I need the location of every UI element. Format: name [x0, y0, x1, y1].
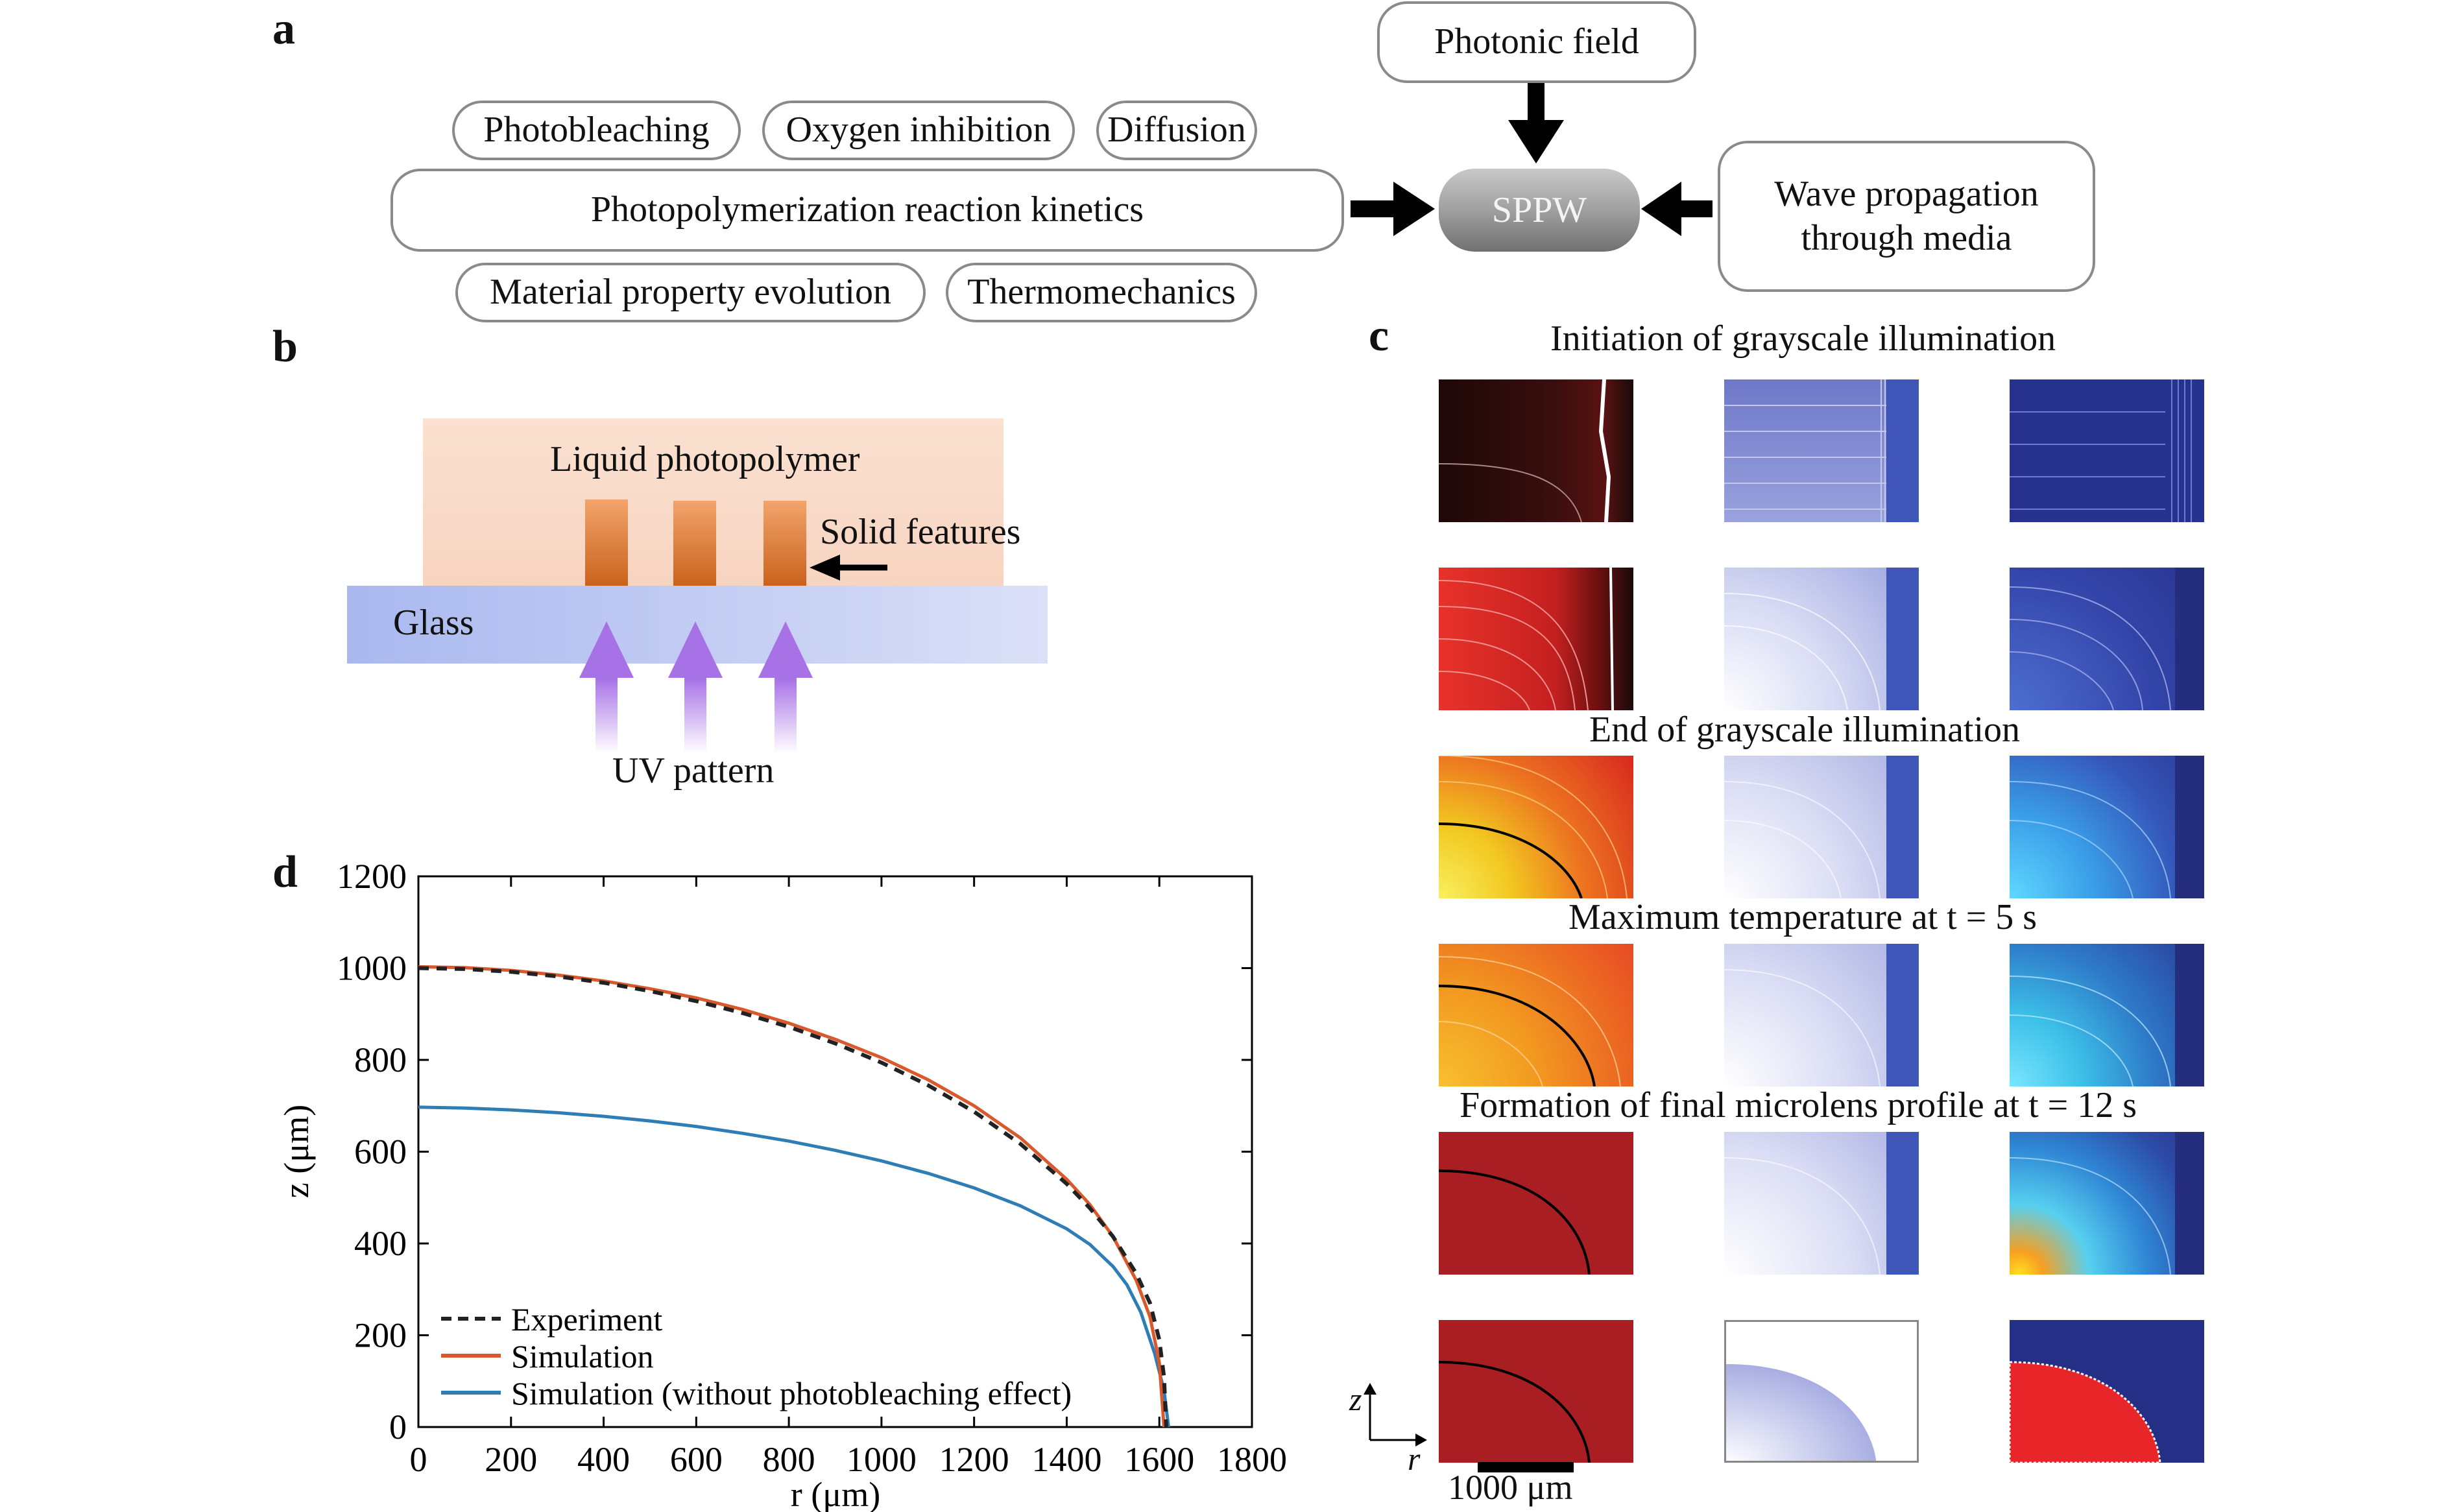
solid-feature-1 — [585, 499, 628, 586]
caption-final-profile: Formation of final microlens profile at … — [1460, 1085, 2137, 1125]
x-tick-label: 0 — [410, 1440, 427, 1479]
x-tick-label: 1000 — [847, 1440, 917, 1479]
tile-r4-c1 — [1439, 944, 1633, 1086]
solid-features-label: Solid features — [820, 512, 1021, 552]
tile-r6-c3 — [2010, 1320, 2204, 1463]
photonic-field-box: Photonic field — [1377, 1, 1696, 83]
uv-pattern-label: UV pattern — [612, 750, 775, 791]
tile-r1-c1 — [1439, 379, 1633, 522]
caption-initiation: Initiation of grayscale illumination — [1550, 318, 2056, 359]
panel-a-arrows — [1351, 83, 1713, 236]
solid-feature-3 — [763, 501, 806, 586]
material-property-box: Material property evolution — [455, 263, 926, 322]
y-tick-label: 1000 — [337, 949, 407, 988]
x-tick-label: 600 — [670, 1440, 723, 1479]
x-tick-label: 200 — [485, 1440, 537, 1479]
x-tick-label: 1800 — [1217, 1440, 1287, 1479]
sppw-node: SPPW — [1439, 169, 1640, 252]
legend-label-2: Simulation (without photobleaching effec… — [511, 1375, 1072, 1411]
y-tick-label: 0 — [389, 1408, 407, 1446]
axes-indicator — [1364, 1383, 1427, 1446]
tile-r4-c3 — [2010, 944, 2204, 1086]
panel-label-b: b — [272, 322, 298, 372]
reaction-kinetics-box: Photopolymerization reaction kinetics — [391, 169, 1344, 252]
y-tick-label: 600 — [354, 1133, 407, 1171]
tile-r2-c3 — [2010, 568, 2204, 710]
scale-bar-label: 1000 μm — [1448, 1468, 1573, 1507]
legend-label-0: Experiment — [511, 1301, 662, 1338]
caption-end-illumination: End of grayscale illumination — [1589, 710, 2021, 750]
scale-bar — [1478, 1462, 1574, 1472]
tile-r1-c2 — [1724, 379, 1919, 522]
y-tick-label: 400 — [354, 1224, 407, 1263]
y-tick-label: 1200 — [337, 857, 407, 896]
oxygen-inhibition-box: Oxygen inhibition — [762, 101, 1075, 160]
uv-arrows — [579, 621, 813, 754]
x-tick-label: 1200 — [939, 1440, 1009, 1479]
arrowhead-left — [1641, 182, 1681, 236]
axis-z-label: z — [1349, 1381, 1362, 1417]
x-tick-label: 1400 — [1031, 1440, 1101, 1479]
x-tick-label: 400 — [577, 1440, 630, 1479]
y-axis-label: z (μm) — [277, 1105, 316, 1198]
tile-r3-c2 — [1724, 756, 1919, 898]
panel-label-d: d — [272, 847, 298, 897]
tile-r5-c2 — [1724, 1132, 1919, 1275]
x-tick-label: 800 — [763, 1440, 815, 1479]
tile-r2-c1 — [1439, 568, 1633, 710]
legend-label-1: Simulation — [511, 1338, 653, 1374]
tile-r6-c2 — [1724, 1320, 1919, 1463]
tile-r3-c3 — [2010, 756, 2204, 898]
x-tick-label: 1600 — [1124, 1440, 1194, 1479]
wave-propagation-line1: Wave propagation — [1774, 174, 2039, 215]
wave-propagation-line2: through media — [1801, 217, 2012, 258]
axis-r-label: r — [1408, 1441, 1421, 1477]
series-line-2 — [418, 1105, 1170, 1428]
diffusion-box: Diffusion — [1096, 101, 1257, 160]
panel-label-a: a — [272, 4, 295, 54]
tile-r1-c3 — [2010, 379, 2204, 522]
photobleaching-box: Photobleaching — [452, 101, 741, 160]
panel-b-schematic — [347, 418, 1048, 754]
solid-features-arrow — [810, 555, 887, 581]
arrowhead-right — [1393, 182, 1435, 236]
glass-label: Glass — [393, 603, 474, 643]
tile-r6-c1 — [1439, 1320, 1633, 1463]
tile-r3-c1 — [1439, 756, 1633, 898]
panel-label-c: c — [1369, 311, 1389, 361]
solid-feature-2 — [673, 501, 716, 586]
y-tick-label: 800 — [354, 1040, 407, 1079]
thermomechanics-box: Thermomechanics — [946, 263, 1257, 322]
arrowhead-down — [1508, 120, 1564, 163]
tile-r5-c3 — [2010, 1132, 2204, 1275]
y-tick-label: 200 — [354, 1316, 407, 1355]
wave-propagation-box: Wave propagation through media — [1718, 141, 2095, 292]
tile-r2-c2 — [1724, 568, 1919, 710]
liquid-photopolymer-label: Liquid photopolymer — [550, 439, 860, 479]
x-axis-label: r (μm) — [791, 1475, 880, 1512]
caption-max-temperature: Maximum temperature at t = 5 s — [1569, 897, 2037, 937]
tile-r4-c2 — [1724, 944, 1919, 1086]
tile-r5-c1 — [1439, 1132, 1633, 1275]
